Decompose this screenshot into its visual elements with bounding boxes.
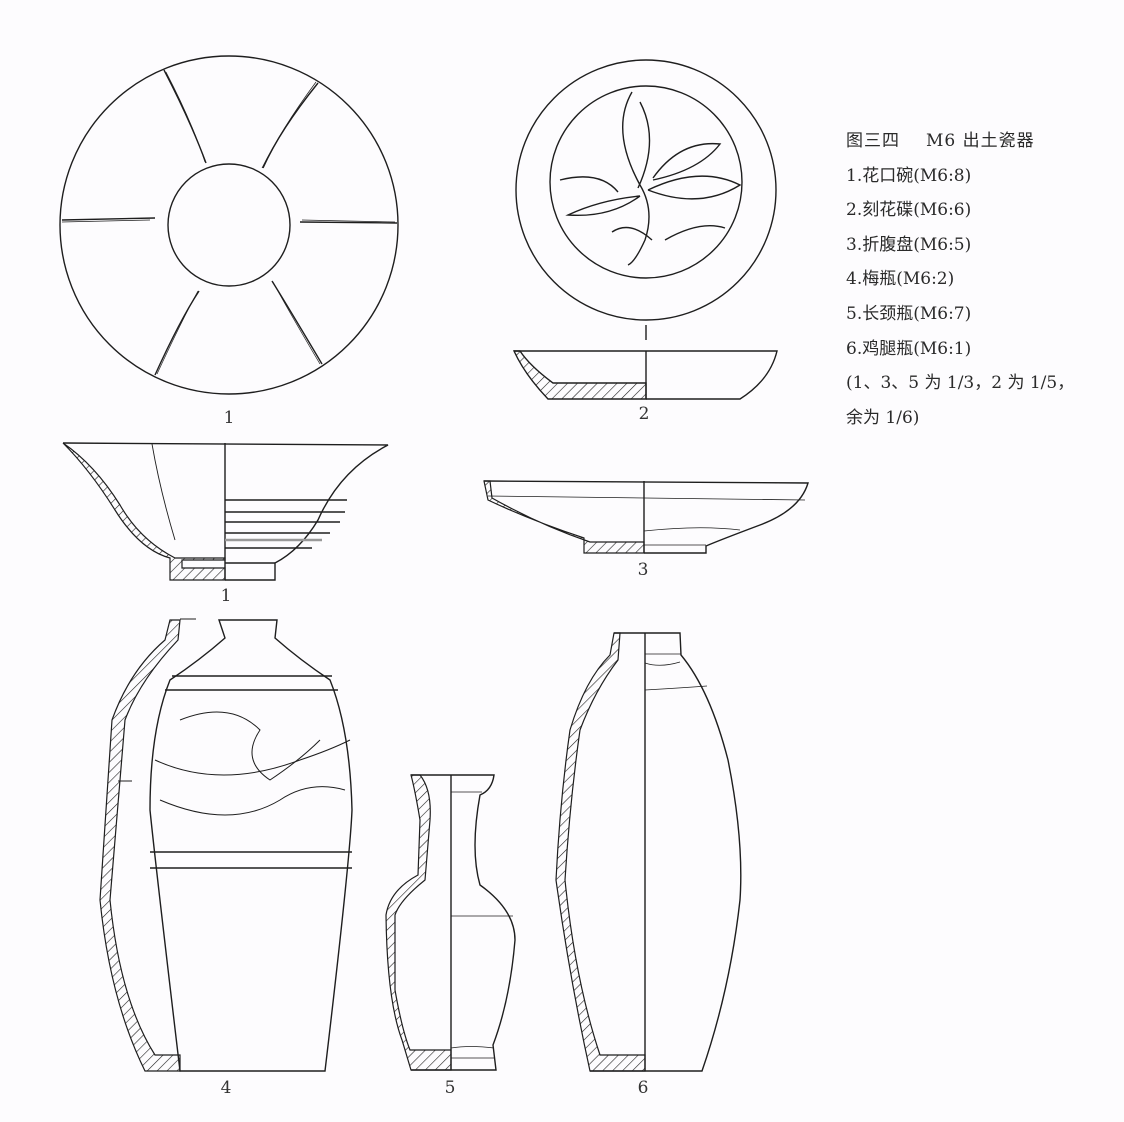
vase-5 [385, 774, 516, 1071]
figure-caption: 图三四 M6 出土瓷器 1.花口碗(M6:8) 2.刻花碟(M6:6) 3.折腹盘… [846, 124, 1074, 435]
caption-item: 6.鸡腿瓶(M6:1) [846, 338, 972, 359]
meiping-4 [99, 618, 353, 1072]
figure-number: 图三四 [846, 131, 900, 151]
plate-3-profile [483, 480, 809, 554]
scale-note: (1、3、5 为 1/3，2 为 1/5， [846, 373, 1075, 394]
label-bowl-1-top: 1 [223, 408, 235, 428]
caption-item: 2.刻花碟(M6:6) [846, 200, 972, 221]
label-vase-5: 5 [444, 1078, 456, 1098]
caption-item: 3.折腹盘(M6:5) [846, 234, 972, 255]
figure-title: M6 出土瓷器 [926, 131, 1035, 151]
label-plate-3: 3 [637, 560, 649, 580]
caption-item: 4.梅瓶(M6:2) [846, 269, 955, 290]
caption-title: 图三四 M6 出土瓷器 [846, 124, 1074, 159]
caption-item: 1.花口碗(M6:8) [846, 165, 972, 186]
dish-2-profile [512, 325, 778, 400]
dish-2-top-view [515, 59, 777, 321]
label-bottle-6: 6 [637, 1078, 649, 1098]
label-bowl-1-side: 1 [220, 586, 232, 606]
scale-note: 余为 1/6) [846, 407, 920, 428]
bottle-6 [555, 632, 742, 1072]
bowl-1-profile [62, 442, 389, 581]
label-dish-2: 2 [638, 404, 650, 424]
label-meiping-4: 4 [220, 1078, 232, 1098]
bowl-1-top-view [59, 55, 399, 395]
caption-item: 5.长颈瓶(M6:7) [846, 303, 972, 324]
